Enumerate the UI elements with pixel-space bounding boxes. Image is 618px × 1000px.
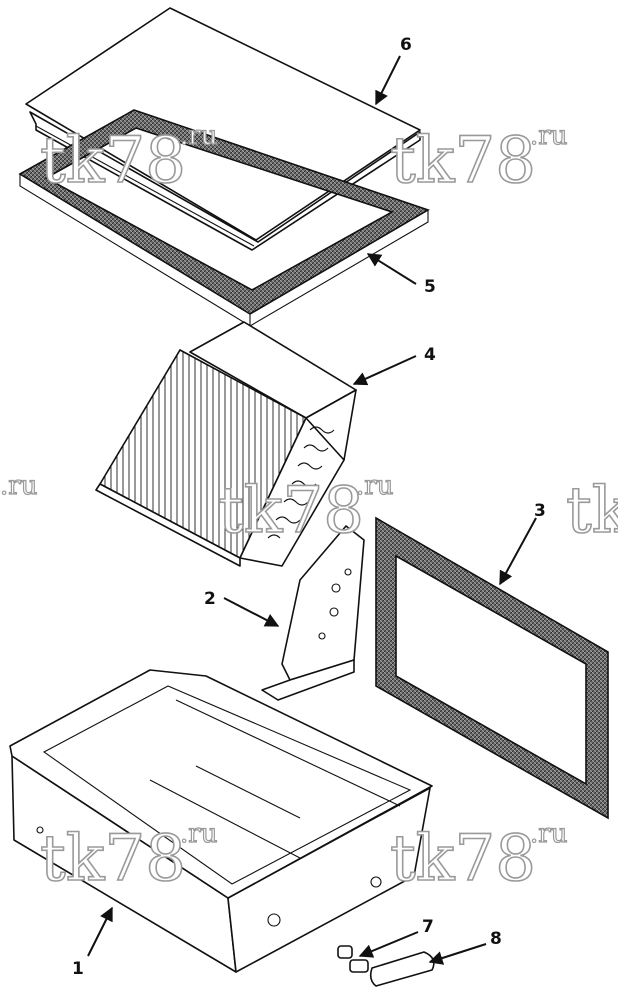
leader-6 [375,55,401,106]
part-8-drain-hose [369,951,435,987]
callout-8: 8 [490,929,502,949]
leader-1 [87,906,113,957]
watermark-middle: tk78 .ru [217,470,394,548]
watermark-top-left: tk78 .ru [39,120,218,198]
svg-text:tk78: tk78 [566,474,618,548]
part-2-mounting-bracket [261,525,365,701]
svg-text:tk78: tk78 [390,822,536,896]
part-1-drain-pan [9,669,433,973]
watermark-top-right: tk78 .ru [389,120,568,198]
callout-2: 2 [204,589,216,609]
svg-text:.ru: .ru [180,121,217,151]
callout-1: 1 [72,959,84,979]
svg-text:.ru: .ru [530,819,567,849]
svg-text:.ru: .ru [180,819,217,849]
watermark-middle-right-partial: tk78 [565,473,618,549]
leader-8 [428,943,487,965]
leader-4 [352,355,417,386]
leader-3 [499,517,537,586]
part-3-side-gasket [375,516,609,820]
watermark-bottom-left: tk78 .ru [39,818,218,896]
svg-text:.ru: .ru [0,471,37,501]
callout-7: 7 [422,917,434,937]
svg-text:tk78: tk78 [40,124,186,198]
svg-text:.ru: .ru [530,121,567,151]
part-7-drain-fitting [337,945,369,973]
svg-text:tk78: tk78 [218,474,364,548]
callout-4: 4 [424,345,436,365]
callout-3: 3 [534,501,546,521]
svg-text:tk78: tk78 [390,124,536,198]
leader-lines [87,55,537,965]
callout-5: 5 [424,277,436,297]
leader-2 [223,597,280,627]
callout-6: 6 [400,35,412,55]
watermark-bottom-right: tk78 .ru [389,818,568,896]
leader-5 [366,253,417,285]
part-4-evaporator-coil [95,321,357,567]
leader-7 [358,931,419,958]
svg-text:.ru: .ru [356,471,393,501]
watermark-middle-left-sup: .ru [0,470,38,501]
svg-text:tk78: tk78 [40,822,186,896]
